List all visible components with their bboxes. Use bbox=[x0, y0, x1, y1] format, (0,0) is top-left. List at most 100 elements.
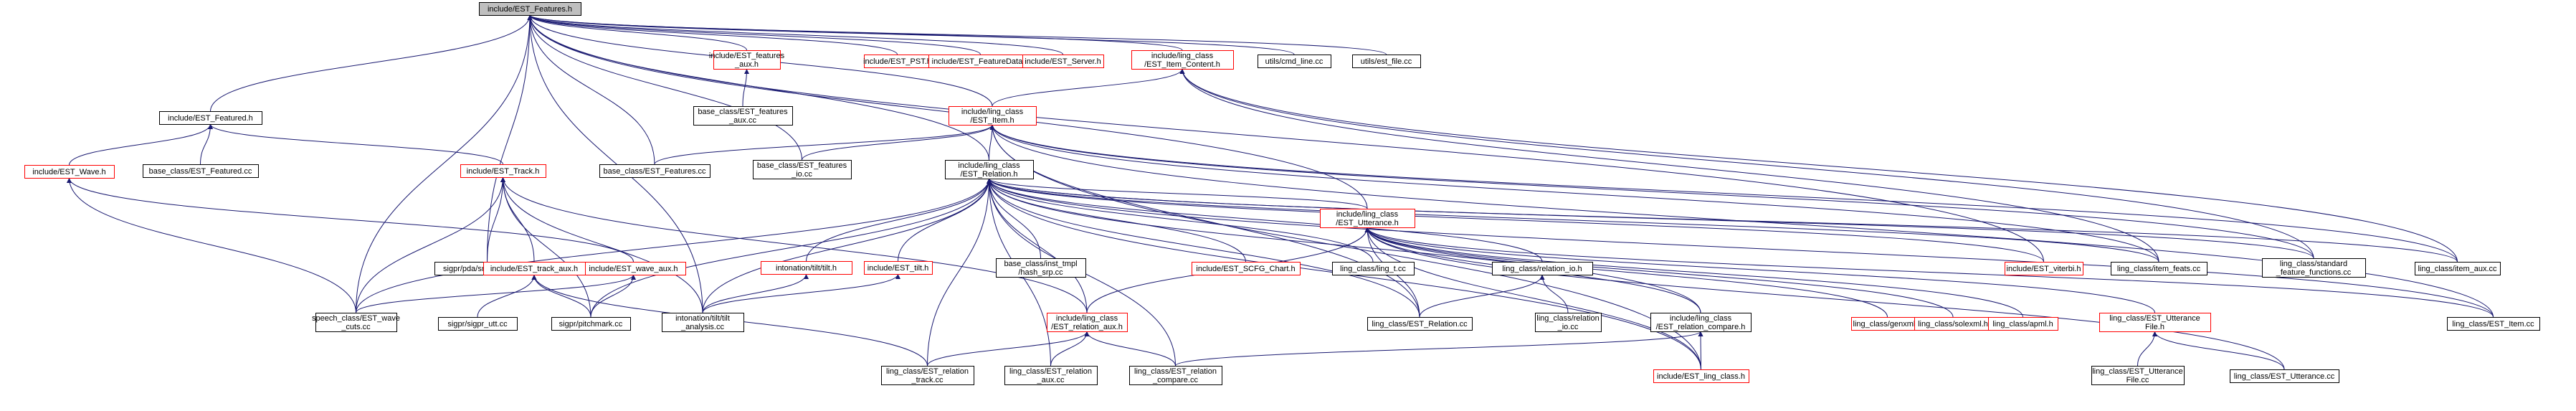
node-est-tilt-h[interactable]: include/EST_tilt.h bbox=[864, 261, 933, 275]
node-track-aux-h[interactable]: include/EST_track_aux.h bbox=[483, 262, 586, 275]
edge-ling-class-h-to-item-h bbox=[989, 124, 1701, 370]
edge-item-cc-to-relation-h bbox=[987, 178, 2494, 318]
node-apml[interactable]: ling_class/apml.h bbox=[1988, 317, 2058, 331]
edge-wave-h-to-featured-h bbox=[69, 123, 213, 166]
edge-sigpr-utt-to-track-aux-h bbox=[477, 274, 537, 318]
edge-featured-h-to-features-h bbox=[210, 14, 533, 112]
node-relation-aux-h[interactable]: include/ling_class/EST_relation_aux.h bbox=[1047, 313, 1128, 332]
node-item-aux[interactable]: ling_class/item_aux.cc bbox=[2415, 262, 2501, 275]
edge-item-feats-to-relation-h bbox=[987, 178, 2159, 263]
node-box bbox=[2415, 262, 2501, 275]
node-label: ling_class/EST_Item.cc bbox=[2452, 320, 2534, 329]
edge-relation-track-to-relation-h bbox=[927, 178, 992, 367]
node-box bbox=[1131, 50, 1234, 70]
edge-genxml-to-utterance-h bbox=[1364, 227, 1888, 318]
node-pitchmark[interactable]: sigpr/pitchmark.cc bbox=[551, 317, 631, 331]
node-wave-h[interactable]: include/EST_Wave.h bbox=[24, 165, 115, 179]
node-sigpr-utt[interactable]: sigpr/sigpr_utt.cc bbox=[438, 317, 518, 331]
edge-relation-io-cc-to-relation-io-h bbox=[1539, 274, 1569, 313]
node-wave-cuts[interactable]: speech_class/EST_wave_cuts.cc bbox=[312, 313, 400, 332]
node-relation-io-cc[interactable]: ling_class/relation_io.cc bbox=[1535, 313, 1602, 332]
node-tilt-analysis[interactable]: intonation/tilt/tilt_analysis.cc bbox=[662, 313, 744, 332]
edge-pitchmark-to-track-h bbox=[500, 176, 591, 318]
node-ling-t[interactable]: ling_class/ling_t.cc bbox=[1332, 262, 1415, 275]
node-features-cc[interactable]: base_class/EST_Features.cc bbox=[599, 164, 710, 178]
node-label: ling_class/item_feats.cc bbox=[2117, 265, 2201, 273]
node-scfg-chart[interactable]: include/EST_SCFG_Chart.h bbox=[1192, 262, 1301, 275]
node-item-h[interactable]: include/ling_class/EST_Item.h bbox=[949, 106, 1037, 126]
node-box bbox=[1352, 55, 1421, 68]
node-label: include/ling_class bbox=[1336, 210, 1399, 219]
node-features-io-cc[interactable]: base_class/EST_features_io.cc bbox=[753, 160, 852, 179]
edge-tilt-analysis-to-relation-h bbox=[702, 178, 992, 313]
node-label: _aux.cc bbox=[1037, 376, 1065, 384]
node-featured-cc[interactable]: base_class/EST_Featured.cc bbox=[143, 164, 259, 178]
node-relation-io-h[interactable]: ling_class/relation_io.h bbox=[1492, 262, 1593, 275]
node-featuredata-h[interactable]: include/EST_FeatureData.h bbox=[928, 55, 1033, 68]
edge-wave-cuts-to-track-h bbox=[356, 176, 505, 313]
node-pst-h[interactable]: include/EST_PST.h bbox=[863, 55, 931, 68]
edge-viterbi-h-to-relation-h bbox=[987, 178, 2044, 263]
edge-wave-aux-h-to-wave-h bbox=[67, 177, 634, 263]
node-box bbox=[143, 164, 259, 178]
node-label: intonation/tilt/tilt.h bbox=[776, 264, 837, 273]
edge-wave-cuts-to-wave-h bbox=[67, 177, 356, 313]
node-box bbox=[1129, 366, 1222, 385]
node-label: include/EST_track_aux.h bbox=[490, 265, 578, 273]
node-standard-feat[interactable]: ling_class/standard_feature_functions.cc bbox=[2262, 258, 2366, 278]
node-box bbox=[1192, 262, 1301, 275]
node-viterbi-h[interactable]: include/EST_viterbi.h bbox=[2005, 262, 2083, 275]
node-box bbox=[864, 261, 933, 275]
node-tilt-h-int[interactable]: intonation/tilt/tilt.h bbox=[761, 261, 852, 275]
node-label: ling_class/item_aux.cc bbox=[2418, 265, 2497, 273]
node-label: include/EST_SCFG_Chart.h bbox=[1196, 265, 1295, 273]
node-label: include/ling_class bbox=[1151, 52, 1214, 60]
edge-features-io-cc-to-features-h bbox=[527, 14, 802, 161]
node-box bbox=[159, 111, 262, 125]
node-relation-cc[interactable]: ling_class/EST_Relation.cc bbox=[1367, 317, 1473, 331]
node-wave-aux-h[interactable]: include/EST_wave_aux.h bbox=[581, 262, 686, 275]
node-features-h[interactable]: include/EST_Features.h bbox=[479, 2, 581, 16]
edge-relation-compare-cc-to-relation-compare-h bbox=[1175, 331, 1703, 367]
node-relation-track[interactable]: ling_class/EST_relation_track.cc bbox=[881, 366, 974, 385]
node-server-h[interactable]: include/EST_Server.h bbox=[1022, 55, 1104, 68]
node-utterance-h[interactable]: include/ling_class/EST_Utterance.h bbox=[1320, 209, 1415, 228]
node-box bbox=[2447, 317, 2540, 331]
node-item-content-h[interactable]: include/ling_class/EST_Item_Content.h bbox=[1131, 50, 1234, 70]
node-features-aux-h[interactable]: include/EST_features_aux.h bbox=[709, 50, 785, 70]
edge-pitchmark-to-relation-h bbox=[590, 178, 992, 318]
node-label: include/EST_Featured.h bbox=[168, 114, 253, 123]
node-box bbox=[2111, 262, 2207, 275]
node-relation-compare-h[interactable]: include/ling_class/EST_relation_compare.… bbox=[1650, 313, 1752, 332]
node-solexml[interactable]: ling_class/solexml.h bbox=[1914, 317, 1992, 331]
node-label: ling_class/apml.h bbox=[1992, 320, 2053, 329]
node-item-cc[interactable]: ling_class/EST_Item.cc bbox=[2447, 317, 2540, 331]
edge-est-file-to-features-h bbox=[527, 14, 1387, 55]
node-genxml[interactable]: ling_class/genxml.h bbox=[1851, 317, 1924, 331]
node-box bbox=[2005, 262, 2083, 275]
node-ling-class-h[interactable]: include/EST_ling_class.h bbox=[1653, 369, 1749, 383]
node-utterance-cc[interactable]: ling_class/EST_Utterance.cc bbox=[2230, 369, 2339, 383]
edge-apml-to-utterance-h bbox=[1364, 227, 2023, 318]
node-features-aux-cc[interactable]: base_class/EST_features_aux.cc bbox=[693, 106, 793, 126]
edge-pitchmark-to-wave-aux-h bbox=[590, 274, 636, 318]
edge-relation-h-to-item-h bbox=[989, 124, 995, 161]
node-cmd-line[interactable]: utils/cmd_line.cc bbox=[1258, 55, 1331, 68]
node-relation-aux-cc[interactable]: ling_class/EST_relation_aux.cc bbox=[1004, 366, 1098, 385]
node-relation-compare-cc[interactable]: ling_class/EST_relation_compare.cc bbox=[1129, 366, 1222, 385]
node-est-file[interactable]: utils/est_file.cc bbox=[1352, 55, 1421, 68]
node-track-h[interactable]: include/EST_Track.h bbox=[460, 164, 546, 178]
node-item-feats[interactable]: ling_class/item_feats.cc bbox=[2111, 262, 2207, 275]
node-label: base_class/EST_features bbox=[698, 108, 788, 116]
edge-features-io-cc-to-item-h bbox=[802, 124, 995, 161]
node-label: include/EST_FeatureData.h bbox=[932, 57, 1030, 66]
node-featured-h[interactable]: include/EST_Featured.h bbox=[159, 111, 262, 125]
edge-est-tilt-h-to-relation-h bbox=[898, 178, 992, 262]
node-relation-h[interactable]: include/ling_class/EST_Relation.h bbox=[945, 160, 1034, 179]
node-label: ling_class/EST_relation bbox=[886, 367, 969, 376]
edge-features-aux-h-to-features-h bbox=[527, 14, 747, 51]
node-box bbox=[1367, 317, 1473, 331]
node-inst-tmpl[interactable]: base_class/inst_tmpl/hash_srp.cc bbox=[996, 258, 1086, 278]
